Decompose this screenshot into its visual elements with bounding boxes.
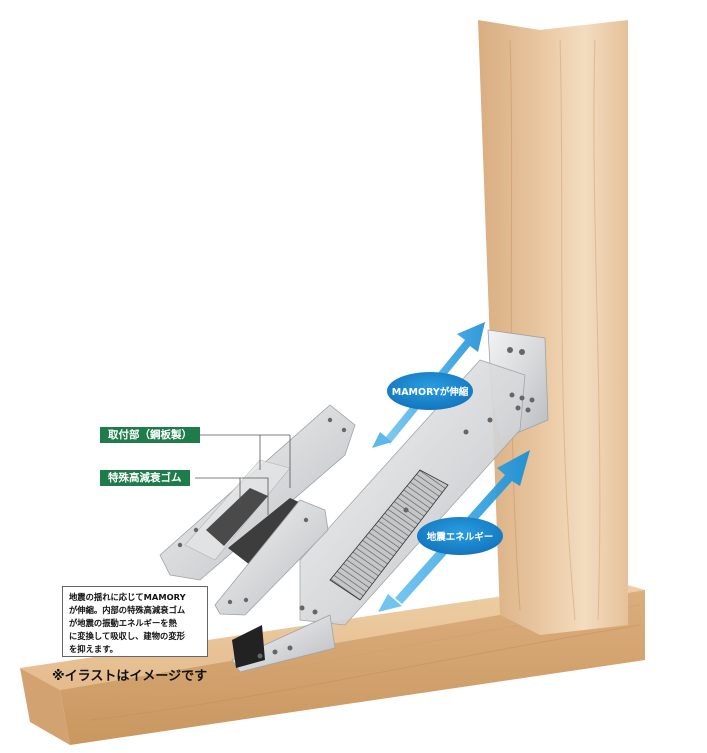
leader-lines	[195, 434, 291, 515]
rubber-label: 特殊高減衰ゴム	[100, 470, 190, 486]
image-caption: ※イラストはイメージです	[52, 669, 208, 684]
energy-ellipse	[417, 517, 503, 555]
note-line: を抑えます。	[69, 644, 118, 654]
note-line: に変換して吸収し、建物の変形	[69, 631, 185, 641]
note-line: が伸縮。内部の特殊高減衰ゴム	[69, 605, 186, 615]
mounting-part-label: 取付部（鋼板製）	[100, 427, 200, 443]
damper-assembled	[231, 329, 549, 673]
note-line: 地震の揺れに応じてMAMORY	[69, 592, 186, 602]
stretch-label: MAMORYが伸縮	[391, 387, 469, 398]
damper-exploded	[159, 404, 356, 616]
wooden-post	[470, 0, 640, 635]
explanation-note: 地震の揺れに応じてMAMORY が伸縮。内部の特殊高減衰ゴム が地震の振動エネル…	[62, 586, 208, 657]
note-line: が地震の振動エネルギーを熱	[69, 618, 177, 628]
stretch-ellipse	[387, 372, 473, 410]
energy-label: 地震エネルギー	[426, 532, 494, 543]
